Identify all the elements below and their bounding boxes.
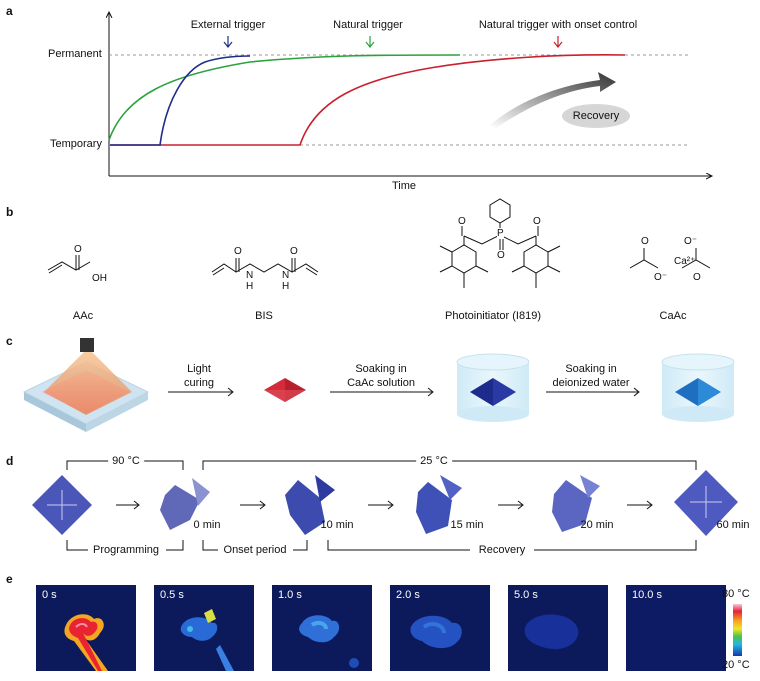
external-trigger-arrow	[223, 36, 233, 48]
caac-o1-atom: O	[641, 236, 649, 247]
time-0min: 0 min	[193, 519, 221, 531]
photoinitiator-structure	[439, 198, 561, 288]
external-trigger-curve	[110, 55, 251, 146]
thermal-image-2.0s: 2.0 s	[390, 585, 490, 671]
caac-label: CaAc	[659, 310, 687, 322]
origami-0min	[160, 478, 210, 530]
recovery-label: Recovery	[572, 110, 620, 122]
panel-d-letter: d	[6, 454, 14, 468]
origami-15min	[416, 475, 462, 534]
light-curing-label: Light curing	[184, 363, 214, 389]
origami-initial	[32, 475, 92, 535]
thermal-image-0s: 0 s	[36, 585, 136, 671]
caac-ominus2-atom: O⁻	[684, 236, 698, 247]
scale-max-label: 80 °C	[722, 588, 750, 600]
thermal-image-10.0s: 10.0 s	[626, 585, 726, 671]
thermal-image-1.0s: 1.0 s	[272, 585, 372, 671]
recovery-arrow	[490, 72, 616, 128]
time-20min: 20 min	[580, 519, 614, 531]
origami-60min	[674, 470, 738, 536]
light-source	[80, 338, 94, 352]
water-soak-label: Soaking in deionized water	[552, 363, 630, 389]
time-15min: 15 min	[450, 519, 484, 531]
caac-ca-atom: Ca²⁺	[674, 256, 696, 267]
natural-trigger-curve	[108, 54, 461, 141]
origami-10min	[285, 475, 335, 535]
caac-structure	[629, 248, 711, 269]
phase-programming: Programming	[92, 544, 160, 556]
thermal-time-5.0s: 5.0 s	[514, 589, 538, 601]
pi-o1-atom: O	[458, 216, 466, 227]
bis-o2-atom: O	[290, 246, 298, 257]
aac-structure	[47, 255, 91, 274]
light-beam	[44, 352, 132, 415]
photoinitiator-label: Photoinitiator (I819)	[445, 310, 541, 322]
aac-o-atom: O	[74, 244, 82, 255]
panel-a-letter: a	[6, 4, 13, 18]
red-origami	[264, 378, 306, 402]
thermal-time-2.0s: 2.0 s	[396, 589, 420, 601]
pi-o2-atom: O	[533, 216, 541, 227]
thermal-time-10.0s: 10.0 s	[632, 589, 662, 601]
temp-90-label: 90 °C	[108, 455, 144, 467]
temporary-label: Temporary	[50, 138, 102, 150]
natural-trigger-arrow	[365, 36, 375, 48]
thermal-image-5.0s: 5.0 s	[508, 585, 608, 671]
caac-soak-label: Soaking in CaAc solution	[347, 363, 415, 389]
bis-label: BIS	[255, 310, 273, 322]
temperature-color-scale	[733, 604, 742, 656]
bis-structure	[211, 258, 319, 276]
origami-20min	[552, 475, 600, 532]
caac-cylinder	[456, 353, 530, 422]
bis-o1-atom: O	[234, 246, 242, 257]
water-cylinder	[661, 353, 735, 422]
natural-trigger-label: Natural trigger	[333, 19, 403, 31]
aac-label: AAc	[72, 310, 94, 322]
panel-c-letter: c	[6, 334, 13, 348]
phase-recovery: Recovery	[478, 544, 526, 556]
phase-onset: Onset period	[223, 544, 287, 556]
time-60min: 60 min	[716, 519, 750, 531]
onset-trigger-label: Natural trigger with onset control	[478, 19, 638, 31]
temp-25-label: 25 °C	[416, 455, 452, 467]
time-10min: 10 min	[320, 519, 354, 531]
time-axis-label: Time	[391, 180, 417, 192]
bis-h2-atom: H	[282, 281, 290, 292]
bis-n1-atom: N	[246, 270, 254, 281]
thermal-image-0.5s: 0.5 s	[154, 585, 254, 671]
caac-ominus1-atom: O⁻	[654, 272, 668, 283]
permanent-label: Permanent	[48, 48, 102, 60]
caac-o2-atom: O	[693, 272, 701, 283]
pi-o-atom: O	[497, 250, 505, 261]
onset-control-curve	[110, 54, 626, 146]
panel-e-letter: e	[6, 572, 13, 586]
recovery-ellipse	[562, 104, 630, 128]
pi-p-atom: P	[497, 228, 504, 239]
bis-h1-atom: H	[246, 281, 254, 292]
thermal-time-1.0s: 1.0 s	[278, 589, 302, 601]
scale-min-label: 20 °C	[722, 659, 750, 671]
panel-b-letter: b	[6, 205, 14, 219]
thermal-time-0s: 0 s	[42, 589, 57, 601]
external-trigger-label: External trigger	[190, 19, 266, 31]
thermal-time-0.5s: 0.5 s	[160, 589, 184, 601]
onset-trigger-arrow	[553, 36, 563, 48]
bis-n2-atom: N	[282, 270, 290, 281]
aac-oh-atom: OH	[92, 273, 107, 284]
